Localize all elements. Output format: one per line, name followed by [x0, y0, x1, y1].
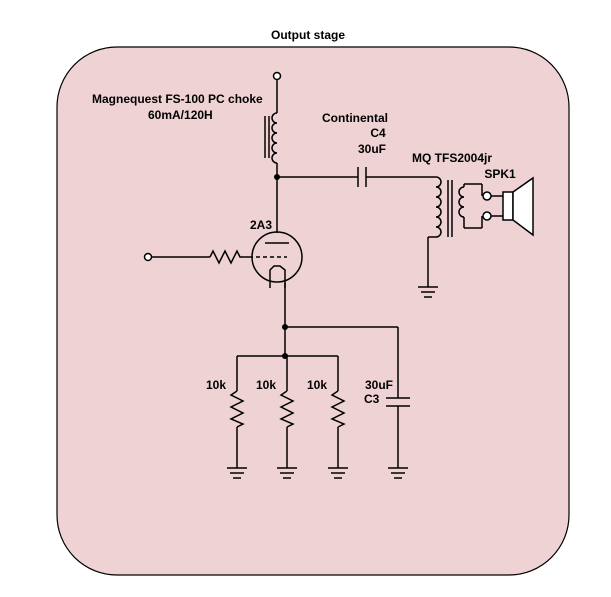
coupling-capacitor-c4 [357, 167, 436, 187]
ground-symbol [418, 286, 438, 298]
r2-value-label: 10k [256, 378, 276, 392]
tube-2a3 [251, 231, 303, 327]
choke-label-line1: Magnequest FS-100 PC choke [92, 92, 263, 106]
ground-symbol [277, 467, 297, 479]
output-transformer [427, 176, 483, 287]
bypass-capacitor-c3 [386, 397, 410, 468]
ground-symbol [388, 467, 408, 479]
c4-value-label: 30uF [358, 142, 386, 156]
ground-symbol [227, 467, 247, 479]
cathode-resistor-2 [279, 356, 295, 468]
diagram-title: Output stage [271, 28, 345, 42]
speaker-spk1 [482, 176, 534, 237]
c3-ref-label: C3 [364, 392, 380, 406]
transformer-label: MQ TFS2004jr [412, 151, 492, 165]
r3-value-label: 10k [307, 378, 327, 392]
grid-resistor [209, 249, 253, 265]
c4-ref-label: C4 [370, 126, 386, 140]
ground-symbol [328, 467, 348, 479]
choke-label-line2: 60mA/120H [148, 108, 213, 122]
choke-inductor [264, 112, 278, 233]
output-stage-panel [56, 46, 570, 576]
cathode-resistor-1 [229, 356, 245, 468]
b-plus-terminal [272, 71, 282, 113]
c4-maker-label: Continental [322, 111, 388, 125]
r1-value-label: 10k [206, 378, 226, 392]
speaker-label: SPK1 [484, 167, 516, 181]
input-terminal [143, 252, 210, 262]
tube-label: 2A3 [250, 218, 272, 232]
cathode-resistor-3 [330, 356, 346, 468]
c3-value-label: 30uF [365, 378, 393, 392]
